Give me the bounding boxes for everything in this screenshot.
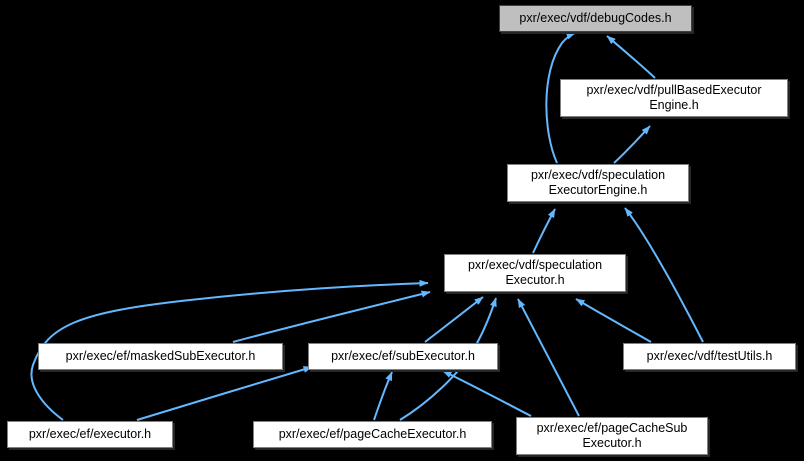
edge-speculationexecutorengine-to-pullbasedexecutorengine — [613, 125, 651, 164]
edge-maskedsubexecutor-to-speculationexecutor — [232, 290, 431, 343]
edge-pagecacheexecutor-to-subexecutor — [373, 371, 393, 421]
node-speculation-executor[interactable]: pxr/exec/vdf/speculation Executor.h — [444, 254, 626, 292]
node-label: pxr/exec/vdf/speculation ExecutorEngine.… — [530, 168, 666, 197]
node-label: pxr/exec/vdf/speculation Executor.h — [467, 258, 603, 287]
node-sub-executor[interactable]: pxr/exec/ef/subExecutor.h — [308, 343, 498, 370]
node-label: pxr/exec/ef/subExecutor.h — [331, 349, 475, 363]
edge-speculationexecutor-to-speculationexecutorengine — [532, 208, 556, 254]
edge-speculationexecutorengine-to-debugcodes — [545, 32, 576, 164]
node-pull-based-executor-engine[interactable]: pxr/exec/vdf/pullBasedExecutor Engine.h — [560, 79, 788, 117]
node-label: pxr/exec/ef/executor.h — [28, 427, 152, 441]
node-test-utils[interactable]: pxr/exec/vdf/testUtils.h — [623, 343, 796, 370]
node-label: pxr/exec/ef/pageCacheSub Executor.h — [536, 421, 688, 450]
node-label: pxr/exec/vdf/testUtils.h — [646, 349, 773, 363]
edge-pagecachesubexecutor-to-subexecutor — [442, 370, 532, 417]
edge-subexecutor-to-speculationexecutor — [424, 296, 484, 343]
node-masked-sub-executor[interactable]: pxr/exec/ef/maskedSubExecutor.h — [38, 343, 283, 370]
node-label: pxr/exec/vdf/pullBasedExecutor Engine.h — [586, 83, 762, 112]
node-label: pxr/exec/ef/maskedSubExecutor.h — [65, 349, 256, 363]
edge-executor-to-subexecutor — [136, 366, 313, 421]
node-debug-codes[interactable]: pxr/exec/vdf/debugCodes.h — [499, 5, 692, 32]
edge-testutils-to-speculationexecutor — [575, 298, 652, 343]
node-label: pxr/exec/vdf/debugCodes.h — [519, 11, 672, 25]
node-page-cache-sub-executor[interactable]: pxr/exec/ef/pageCacheSub Executor.h — [516, 417, 708, 455]
node-label: pxr/exec/ef/pageCacheExecutor.h — [278, 427, 467, 441]
edge-executor-to-speculationexecutor — [30, 279, 429, 421]
edge-pullbasedexecutorengine-to-debugcodes — [606, 35, 656, 79]
node-speculation-executor-engine[interactable]: pxr/exec/vdf/speculation ExecutorEngine.… — [507, 164, 689, 202]
node-executor[interactable]: pxr/exec/ef/executor.h — [7, 421, 173, 448]
node-page-cache-executor[interactable]: pxr/exec/ef/pageCacheExecutor.h — [253, 421, 492, 448]
edge-testutils-to-speculationexecutorengine — [624, 207, 704, 343]
edge-pagecachesubexecutor-to-speculationexecutor — [517, 298, 580, 417]
